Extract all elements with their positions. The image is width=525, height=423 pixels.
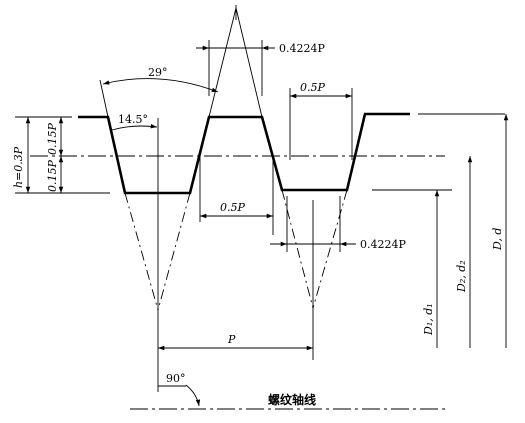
label-angle-90: 90° [166, 372, 186, 385]
label-h: h=0.3P [12, 146, 25, 188]
left-groove-flank-ext-left [124, 192, 159, 311]
label-0-5P-mid: 0.5P [220, 201, 245, 214]
right-groove-flank-ext-right [312, 189, 348, 309]
angle-14-5-arc [111, 124, 158, 131]
label-0-5P-top: 0.5P [300, 81, 325, 94]
label-0-4224P-bottom: 0.4224P [360, 238, 406, 251]
label-D1-d1: D₁, d₁ [422, 303, 435, 336]
tooth-flank-ext-right [235, 7, 263, 118]
label-D-d: D, d [491, 228, 504, 251]
tooth-flank-ext-left [208, 7, 237, 118]
label-0-4224P-top: 0.4224P [279, 42, 325, 55]
angle-90-arc [185, 384, 201, 407]
label-0-15P-b: 0.15P [46, 160, 59, 192]
label-thread-axis: 螺纹轴线 [268, 392, 316, 407]
thread-profile [78, 112, 410, 195]
angle-29-arc [102, 78, 219, 93]
label-D2-d2: D₂, d₂ [455, 260, 468, 293]
label-angle-14-5: 14.5° [118, 113, 148, 126]
label-0-15P-a: 0.15P [46, 123, 59, 155]
label-P: P [227, 333, 236, 346]
label-angle-29: 29° [148, 66, 168, 79]
left-flank-up [99, 79, 109, 118]
left-groove-flank-ext-right [157, 192, 191, 311]
